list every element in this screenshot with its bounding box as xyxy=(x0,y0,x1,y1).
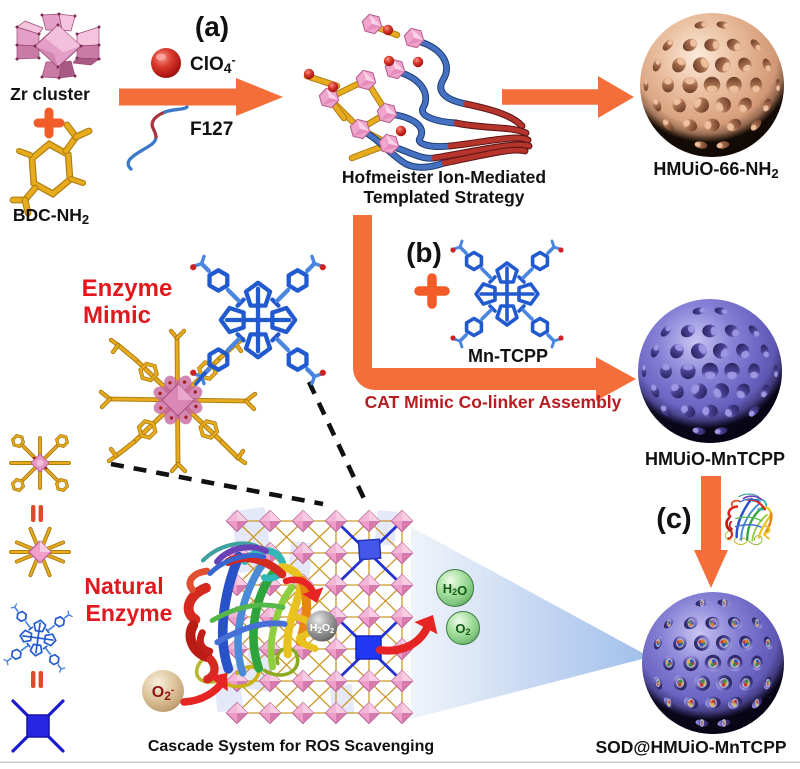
svg-text:Templated Strategy: Templated Strategy xyxy=(363,187,524,207)
svg-text:BDC-NH2: BDC-NH2 xyxy=(13,205,89,227)
svg-text:H2O: H2O xyxy=(443,581,468,598)
svg-text:Enzyme: Enzyme xyxy=(86,600,173,626)
svg-text:(b): (b) xyxy=(406,237,442,268)
svg-text:Mn-TCPP: Mn-TCPP xyxy=(468,346,548,366)
svg-text:O2-: O2- xyxy=(152,684,174,703)
svg-text:(c): (c) xyxy=(656,503,691,535)
svg-text:Natural: Natural xyxy=(84,573,163,599)
svg-text:Mimic: Mimic xyxy=(83,302,151,329)
svg-text:Zr cluster: Zr cluster xyxy=(10,84,90,104)
svg-text:H2O2: H2O2 xyxy=(310,622,334,635)
svg-text:Hofmeister Ion-Mediated: Hofmeister Ion-Mediated xyxy=(342,167,546,187)
svg-text:CAT Mimic Co-linker Assembly: CAT Mimic Co-linker Assembly xyxy=(365,392,622,412)
svg-text:F127: F127 xyxy=(190,119,233,140)
svg-text:HMUiO-66-NH2: HMUiO-66-NH2 xyxy=(653,159,778,181)
svg-text:HMUiO-MnTCPP: HMUiO-MnTCPP xyxy=(645,449,785,469)
svg-text:Enzyme: Enzyme xyxy=(82,275,173,302)
svg-text:SOD@HMUiO-MnTCPP: SOD@HMUiO-MnTCPP xyxy=(595,737,786,757)
svg-text:Cascade System for ROS Scaveng: Cascade System for ROS Scavenging xyxy=(148,738,434,755)
svg-text:(a): (a) xyxy=(195,11,229,42)
